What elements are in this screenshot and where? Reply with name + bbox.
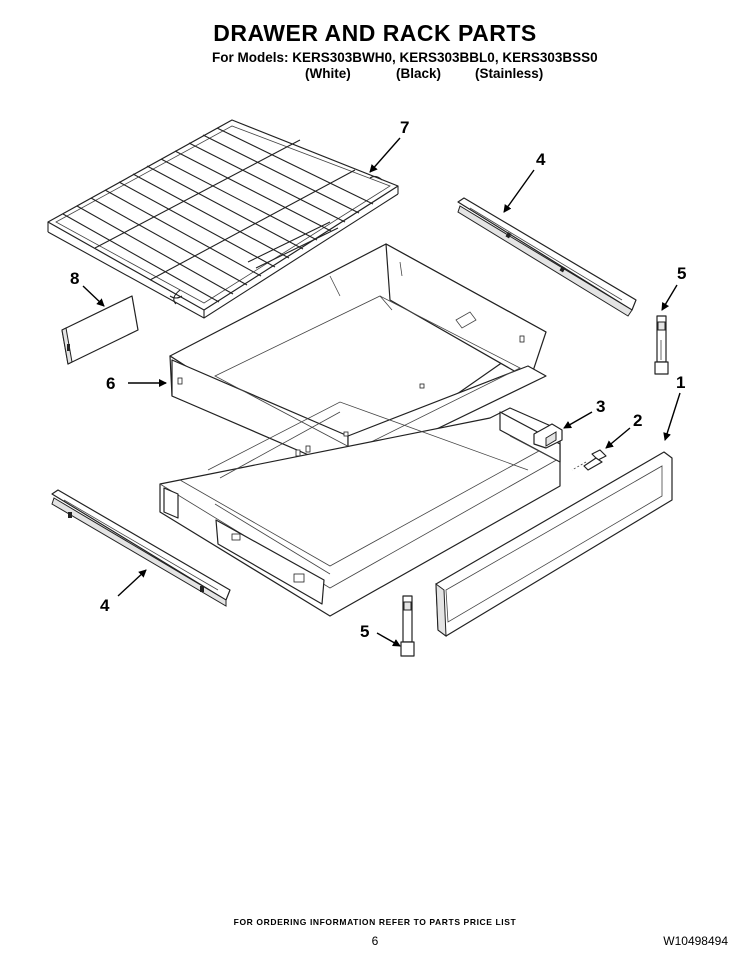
callout-2: 2 bbox=[633, 411, 642, 430]
drawer-bracket bbox=[533, 423, 563, 449]
callout-8: 8 bbox=[70, 269, 79, 288]
callout-4-upper: 4 bbox=[536, 150, 546, 169]
callout-7: 7 bbox=[400, 118, 409, 137]
drawer-front bbox=[435, 451, 673, 638]
variant-stainless: (Stainless) bbox=[475, 66, 544, 81]
side-rail-lower bbox=[51, 489, 231, 607]
callout-5-lower: 5 bbox=[360, 622, 369, 641]
oven-rack bbox=[47, 119, 399, 319]
callout-arrow-5-lower bbox=[376, 632, 401, 647]
callout-arrow-7 bbox=[369, 137, 401, 173]
callout-arrow-8 bbox=[82, 285, 105, 307]
models-line: For Models: KERS303BWH0, KERS303BBL0, KE… bbox=[212, 50, 598, 65]
ordering-note: FOR ORDERING INFORMATION REFER TO PARTS … bbox=[233, 917, 517, 927]
callout-arrow-5-upper bbox=[661, 284, 678, 311]
side-rail-upper bbox=[457, 197, 637, 317]
variant-white: (White) bbox=[305, 66, 351, 81]
page-title: DRAWER AND RACK PARTS bbox=[213, 20, 537, 46]
drawer-panel bbox=[61, 295, 139, 365]
drawer-tub bbox=[159, 401, 561, 617]
slide-clip-upper bbox=[654, 315, 669, 375]
callout-4-lower: 4 bbox=[100, 596, 110, 615]
document-number: W10498494 bbox=[663, 934, 728, 948]
screw bbox=[571, 449, 607, 471]
callout-arrow-3 bbox=[563, 411, 593, 429]
callout-arrow-4-upper bbox=[503, 169, 535, 213]
variant-black: (Black) bbox=[396, 66, 442, 81]
callout-1: 1 bbox=[676, 373, 685, 392]
callout-arrow-4-lower bbox=[117, 569, 147, 597]
callout-3: 3 bbox=[596, 397, 605, 416]
slide-clip-lower bbox=[400, 595, 415, 657]
drawer-liner bbox=[169, 243, 547, 473]
callout-5-upper: 5 bbox=[677, 264, 686, 283]
page-number: 6 bbox=[371, 934, 379, 948]
callout-arrow-2 bbox=[605, 427, 631, 449]
callout-arrow-1 bbox=[663, 392, 681, 441]
callout-6: 6 bbox=[106, 374, 115, 393]
